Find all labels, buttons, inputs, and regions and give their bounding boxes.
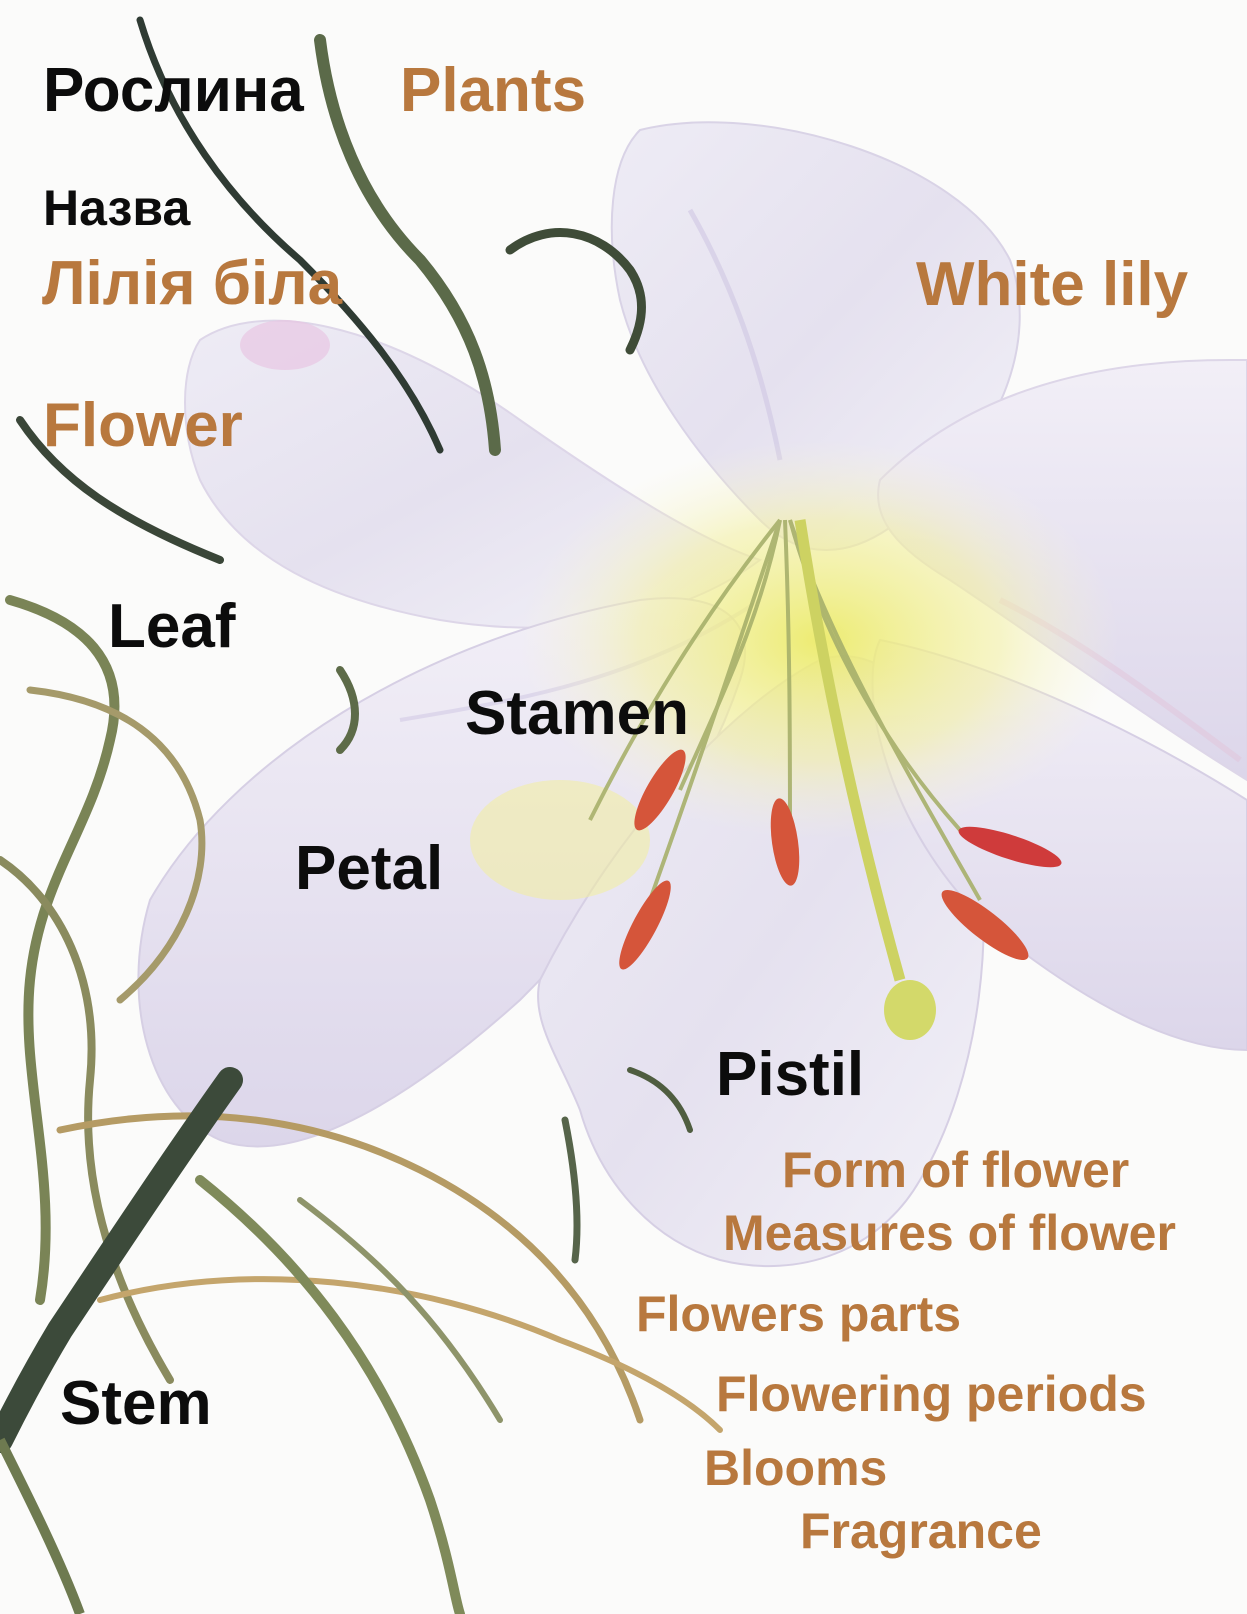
name-label-uk: Назва [43,183,190,233]
attribute-fragrance: Fragrance [800,1506,1042,1556]
pistil-label: Pistil [716,1044,864,1106]
plant-label-uk: Рослина [43,60,304,122]
attribute-measures-of-flower: Measures of flower [723,1208,1176,1258]
attribute-flowering-periods: Flowering periods [716,1369,1147,1419]
stem-label: Stem [60,1373,212,1435]
leaf-label: Leaf [108,596,235,658]
species-label-en: White lily [916,254,1188,316]
flower-label: Flower [43,395,243,457]
attribute-form-of-flower: Form of flower [782,1145,1129,1195]
species-label-uk: Лілія біла [42,253,342,315]
stamen-label: Stamen [465,683,689,745]
plant-label-en: Plants [400,60,586,122]
attribute-flowers-parts: Flowers parts [636,1289,961,1339]
petal-label: Petal [295,838,443,900]
attribute-blooms: Blooms [704,1443,887,1493]
pistil-stigma [884,980,936,1040]
